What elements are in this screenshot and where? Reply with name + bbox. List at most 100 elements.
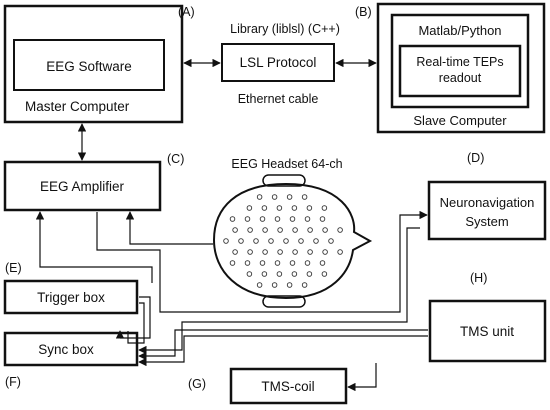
electrode-dot	[298, 238, 304, 244]
electrode-dot	[271, 194, 278, 200]
electrode-dot	[261, 271, 268, 277]
electrode-dot	[232, 249, 238, 255]
lsl-protocol: LSL Protocol	[221, 43, 335, 82]
electrode-dot	[321, 271, 328, 277]
master-computer-label: Master Computer	[25, 99, 130, 114]
tms-coil: TMS-coil	[229, 367, 348, 405]
electrode-dot	[301, 282, 308, 288]
electrode-dot	[238, 238, 244, 244]
letter-d: (D)	[467, 151, 484, 165]
electrode-dot	[307, 227, 313, 233]
master-computer: EEG Software Master Computer	[3, 4, 184, 124]
tms-sync-arrow	[138, 329, 428, 361]
electrode-dot	[291, 271, 298, 277]
neuronav-sync-arrow	[138, 227, 420, 355]
electrode-dot	[301, 194, 308, 200]
headset-amplifier-arrow	[125, 211, 213, 245]
headset-top-band	[262, 174, 306, 187]
electrode-grid	[223, 194, 343, 288]
eeg-software-label: EEG Software	[46, 59, 132, 74]
letter-f: (F)	[5, 375, 21, 389]
matlab-python-label: Matlab/Python	[418, 23, 501, 38]
electrode-dot	[322, 249, 328, 255]
eeg-headset	[212, 174, 373, 308]
electrode-dot	[246, 271, 253, 277]
eeg-amplifier: EEG Amplifier	[3, 160, 162, 212]
neuronavigation-system: Neuronavigation System	[427, 180, 547, 241]
headset-label: EEG Headset 64-ch	[231, 157, 342, 171]
sync-box-label: Sync box	[38, 342, 94, 357]
electrode-dot	[247, 249, 253, 255]
electrode-dot	[259, 216, 266, 222]
letter-h: (H)	[470, 271, 487, 285]
electrode-dot	[232, 227, 238, 233]
liblsl-label: Library (liblsl) (C++)	[230, 22, 340, 36]
electrode-dot	[286, 282, 293, 288]
electrode-dot	[262, 227, 268, 233]
trigger-box-label: Trigger box	[37, 290, 105, 305]
electrode-dot	[229, 216, 236, 222]
trigger-sync-link-2	[127, 302, 145, 344]
electrode-dot	[277, 227, 283, 233]
sync-box: Sync box	[3, 331, 139, 367]
electrode-dot	[307, 249, 313, 255]
electrode-dot	[322, 227, 328, 233]
electrode-dot	[229, 260, 236, 266]
electrode-dot	[277, 249, 283, 255]
electrode-dot	[313, 238, 319, 244]
electrode-dot	[247, 227, 253, 233]
electrode-dot	[268, 238, 274, 244]
letter-g: (G)	[188, 377, 206, 391]
letter-b: (B)	[355, 5, 372, 19]
eeg-amplifier-label: EEG Amplifier	[40, 179, 125, 194]
electrode-dot	[276, 205, 283, 211]
electrode-dot	[262, 249, 268, 255]
electrode-dot	[286, 194, 293, 200]
electrode-dot	[283, 238, 289, 244]
ethernet-cable-label: Ethernet cable	[238, 92, 319, 106]
electrode-dot	[274, 260, 281, 266]
electrode-dot	[289, 216, 296, 222]
electrode-dot	[244, 260, 251, 266]
amplifier-neuronav-arrow	[96, 210, 428, 313]
electrode-dot	[337, 227, 343, 233]
trigger-amplifier-arrow	[35, 211, 153, 283]
neuronav-label-line2: System	[465, 214, 508, 229]
electrode-dot	[244, 216, 251, 222]
teps-label-line1: Real-time TEPs	[416, 55, 503, 69]
tms-sync-arrow-2	[138, 335, 428, 367]
electrode-dot	[246, 205, 253, 211]
electrode-dot	[337, 249, 343, 255]
headset-bottom-band	[262, 295, 306, 308]
electrode-dot	[319, 260, 326, 266]
electrode-dot	[256, 194, 263, 200]
electrode-dot	[319, 216, 326, 222]
tms-unit: TMS unit	[428, 299, 547, 363]
electrode-dot	[289, 260, 296, 266]
electrode-dot	[223, 238, 229, 244]
letter-a: (A)	[178, 5, 195, 19]
electrode-dot	[274, 216, 281, 222]
electrode-dot	[304, 216, 311, 222]
tms-coil-label: TMS-coil	[261, 379, 314, 394]
electrode-dot	[256, 282, 263, 288]
electrode-dot	[253, 238, 259, 244]
trigger-sync-link	[120, 296, 151, 339]
tms-unit-label: TMS unit	[460, 324, 514, 339]
electrode-dot	[292, 249, 298, 255]
electrode-dot	[259, 260, 266, 266]
lsl-protocol-label: LSL Protocol	[240, 55, 317, 70]
letter-e: (E)	[5, 261, 22, 275]
electrode-dot	[292, 227, 298, 233]
electrode-dot	[321, 205, 328, 211]
head-outline	[212, 182, 373, 300]
slave-computer: Matlab/Python Real-time TEPs readout Sla…	[376, 2, 546, 134]
electrode-dot	[261, 205, 268, 211]
electrode-dot	[271, 282, 278, 288]
tms-coil-arrow	[347, 363, 377, 392]
electrode-dot	[306, 205, 313, 211]
electrode-dot	[276, 271, 283, 277]
electrode-dot	[328, 238, 334, 244]
letter-c: (C)	[167, 152, 184, 166]
